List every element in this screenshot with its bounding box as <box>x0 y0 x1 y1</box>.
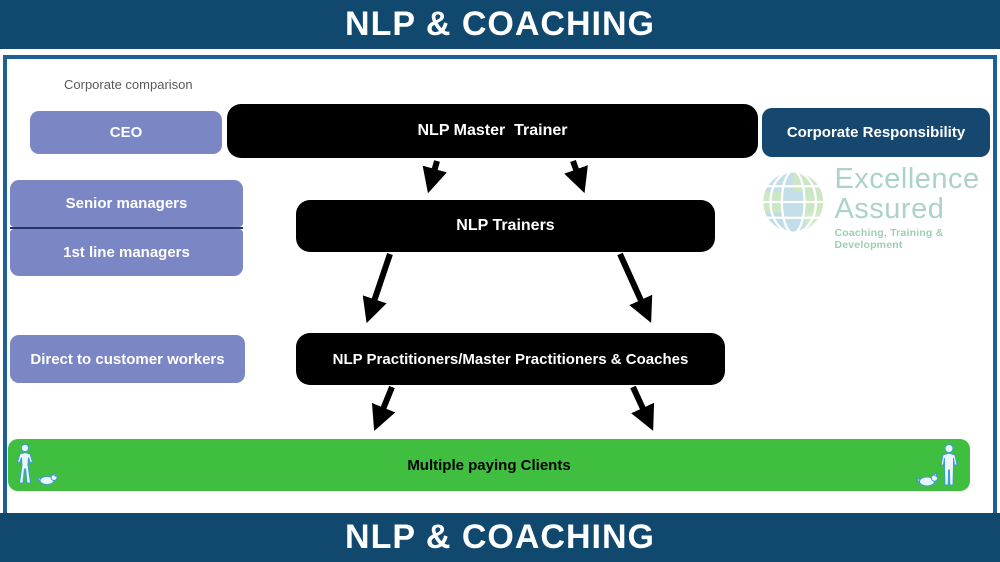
logo-tagline: Coaching, Training & Development <box>834 227 944 251</box>
nlp-master-trainer-box: NLP Master Trainer <box>227 104 758 158</box>
logo-text: Excellence Assured Coaching, Training & … <box>834 163 992 251</box>
nlp-master-trainer-label: NLP Master Trainer <box>417 122 568 139</box>
ceo-box-label: CEO <box>109 124 143 141</box>
bottom-banner-title: NLP & COACHING <box>345 518 655 556</box>
senior-managers-label: Senior managers <box>65 195 188 212</box>
logo-line1: Excellence <box>834 163 980 195</box>
clients-bar: Multiple paying Clients <box>8 439 970 491</box>
manager-boxes-divider <box>10 227 243 229</box>
direct-workers-box: Direct to customer workers <box>10 335 245 383</box>
globe-icon <box>761 169 826 235</box>
first-line-managers-label: 1st line managers <box>63 244 190 261</box>
bottom-banner: NLP & COACHING <box>0 513 1000 562</box>
corporate-responsibility-label: Corporate Responsibility <box>786 124 966 141</box>
nlp-practitioners-box: NLP Practitioners/Master Practitioners &… <box>296 333 725 385</box>
top-banner-title: NLP & COACHING <box>345 5 655 43</box>
woman-and-dog-icon <box>16 443 58 485</box>
direct-workers-label: Direct to customer workers <box>30 350 225 368</box>
nlp-trainers-label: NLP Trainers <box>456 217 555 234</box>
clients-bar-label: Multiple paying Clients <box>407 456 571 474</box>
nlp-practitioners-label: NLP Practitioners/Master Practitioners &… <box>332 350 689 368</box>
top-banner: NLP & COACHING <box>0 0 1000 49</box>
man-and-dog-icon <box>916 444 958 487</box>
nlp-trainers-box: NLP Trainers <box>296 200 715 252</box>
senior-managers-box: Senior managers <box>10 180 243 227</box>
ceo-box: CEO <box>30 111 222 154</box>
logo-line2: Assured <box>834 193 945 225</box>
excellence-assured-logo: Excellence Assured Coaching, Training & … <box>760 162 992 251</box>
corporate-comparison-label: Corporate comparison <box>64 77 193 92</box>
first-line-managers-box: 1st line managers <box>10 229 243 276</box>
corporate-responsibility-box: Corporate Responsibility <box>762 108 990 157</box>
